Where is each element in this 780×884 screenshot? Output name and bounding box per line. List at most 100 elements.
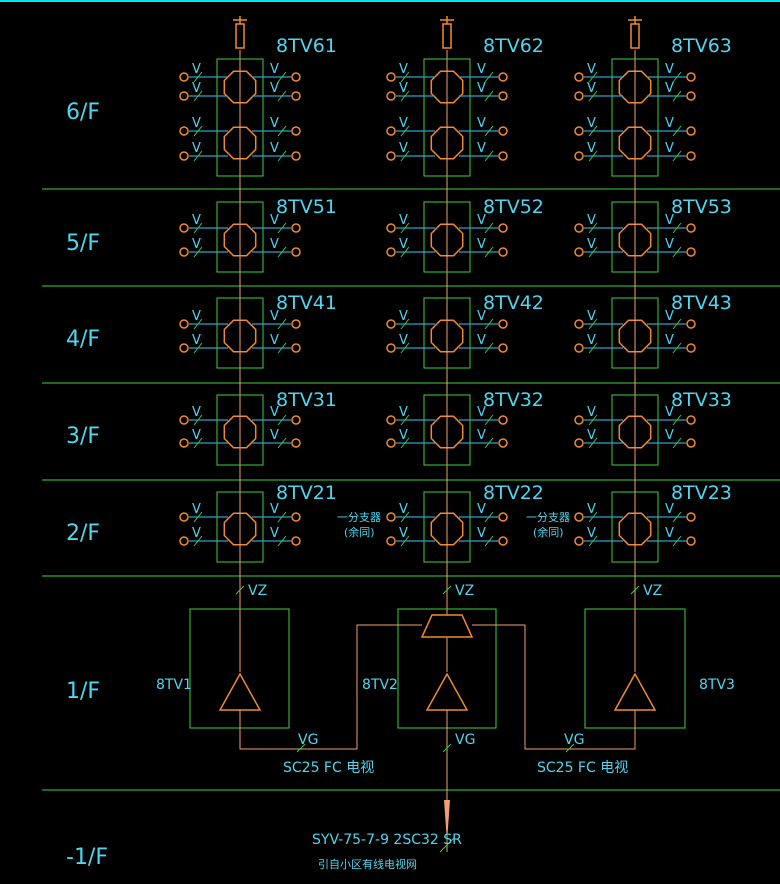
tv-outlet-icon [386, 512, 396, 522]
feed-right-mark [565, 743, 575, 753]
outlet-label: V [477, 309, 486, 324]
tv-outlet-icon [291, 126, 301, 136]
branch-mark-left [193, 511, 203, 523]
splitter-box [423, 491, 471, 563]
outlet-label: V [665, 309, 674, 324]
tv-outlet-icon [386, 151, 396, 161]
branch-mark-left [193, 125, 203, 137]
outlet-label: V [270, 502, 279, 517]
branch-mark-left [400, 90, 410, 102]
tv-outlet-icon [179, 247, 189, 257]
tv-outlet-icon [574, 343, 584, 353]
outlet-label: V [270, 141, 279, 156]
tv-outlet-icon [498, 536, 508, 546]
tv-outlet-icon [291, 151, 301, 161]
floor-label-1: 1/F [66, 679, 100, 704]
branch-mark-right [484, 246, 494, 258]
branch-mark-right [277, 318, 287, 330]
outlet-label: V [665, 526, 674, 541]
outlet-label: V [270, 333, 279, 348]
outlet-label: V [399, 526, 408, 541]
splitter-box [611, 394, 659, 466]
splitter-note-2-line2: (余同) [533, 525, 564, 539]
tv-outlet-icon [179, 91, 189, 101]
riser-labels: VZ VZ VZ [235, 583, 662, 599]
tv-outlet-icon [574, 319, 584, 329]
tv-outlet-icon [498, 512, 508, 522]
splitter-note-1-line1: 一分支器 [337, 511, 381, 524]
branch-mark-left [588, 90, 598, 102]
outlet-label: V [399, 309, 408, 324]
branch-mark-right [277, 437, 287, 449]
branch-mark-left [193, 342, 203, 354]
tv-outlet-icon [686, 126, 696, 136]
outlet-label: V [399, 116, 408, 131]
tv-outlet-icon [386, 223, 396, 233]
feed-cables: VG VG VG SC25 FC 电视 SC25 FC 电视 [239, 624, 636, 853]
tv-outlet-icon [386, 319, 396, 329]
tv-outlet-icon [386, 91, 396, 101]
tv-outlet-icon [686, 223, 696, 233]
outlet-label: V [587, 309, 596, 324]
box-label-8tv51: 8TV51 [276, 196, 337, 218]
branch-mark-right [672, 125, 682, 137]
outlet-label: V [270, 213, 279, 228]
branch-mark-left [400, 246, 410, 258]
outlet-label: V [270, 81, 279, 96]
outlet-label: V [477, 502, 486, 517]
outlet-label: V [399, 141, 408, 156]
outlet-label: V [665, 116, 674, 131]
tv-outlet-icon [386, 72, 396, 82]
amp-label-8tv2: 8TV2 [362, 677, 398, 693]
branch-mark-left [193, 222, 203, 234]
box-label-8tv23: 8TV23 [671, 482, 732, 504]
outlet-label: V [399, 333, 408, 348]
outlet-label: V [270, 237, 279, 252]
feed-cable-left [239, 624, 422, 750]
box-label-8tv63: 8TV63 [671, 35, 732, 57]
tv-outlet-icon [574, 415, 584, 425]
outlet-label: V [399, 502, 408, 517]
main-feed-arrow-icon [444, 800, 450, 842]
branch-mark-left [588, 246, 598, 258]
outlet-label: V [477, 428, 486, 443]
outlet-label: V [665, 62, 674, 77]
tv-outlet-icon [291, 415, 301, 425]
tv-outlet-icon [574, 126, 584, 136]
outlet-label: V [587, 141, 596, 156]
outlet-label: V [477, 141, 486, 156]
tv-outlet-icon [686, 536, 696, 546]
branch-mark-left [193, 535, 203, 547]
tv-outlet-icon [498, 319, 508, 329]
tv-outlet-icon [179, 151, 189, 161]
branch-mark-right [484, 437, 494, 449]
tv-outlet-icon [291, 343, 301, 353]
outlet-label: V [192, 333, 201, 348]
branch-mark-right [277, 342, 287, 354]
tv-outlet-icon [386, 126, 396, 136]
riser-2-mark [442, 585, 452, 595]
box-label-8tv32: 8TV32 [483, 389, 544, 411]
box-label-8tv31: 8TV31 [276, 389, 337, 411]
branch-mark-left [400, 318, 410, 330]
terminator-icon [630, 23, 640, 49]
outlet-label: V [587, 116, 596, 131]
outlet-label: V [399, 62, 408, 77]
box-label-8tv52: 8TV52 [483, 196, 544, 218]
outlet-label: V [477, 237, 486, 252]
floor-label-3: 3/F [66, 424, 100, 449]
outlet-label: V [192, 309, 201, 324]
branch-mark-right [277, 535, 287, 547]
box-label-8tv21: 8TV21 [276, 482, 337, 504]
splitter-box [611, 58, 659, 177]
tv-outlet-icon [574, 438, 584, 448]
outlet-label: V [587, 333, 596, 348]
tv-outlet-icon [686, 343, 696, 353]
branch-mark-left [400, 222, 410, 234]
outlet-label: V [399, 213, 408, 228]
branch-mark-right [672, 150, 682, 162]
box-label-8tv41: 8TV41 [276, 292, 337, 314]
branch-mark-right [484, 90, 494, 102]
box-label-8tv43: 8TV43 [671, 292, 732, 314]
